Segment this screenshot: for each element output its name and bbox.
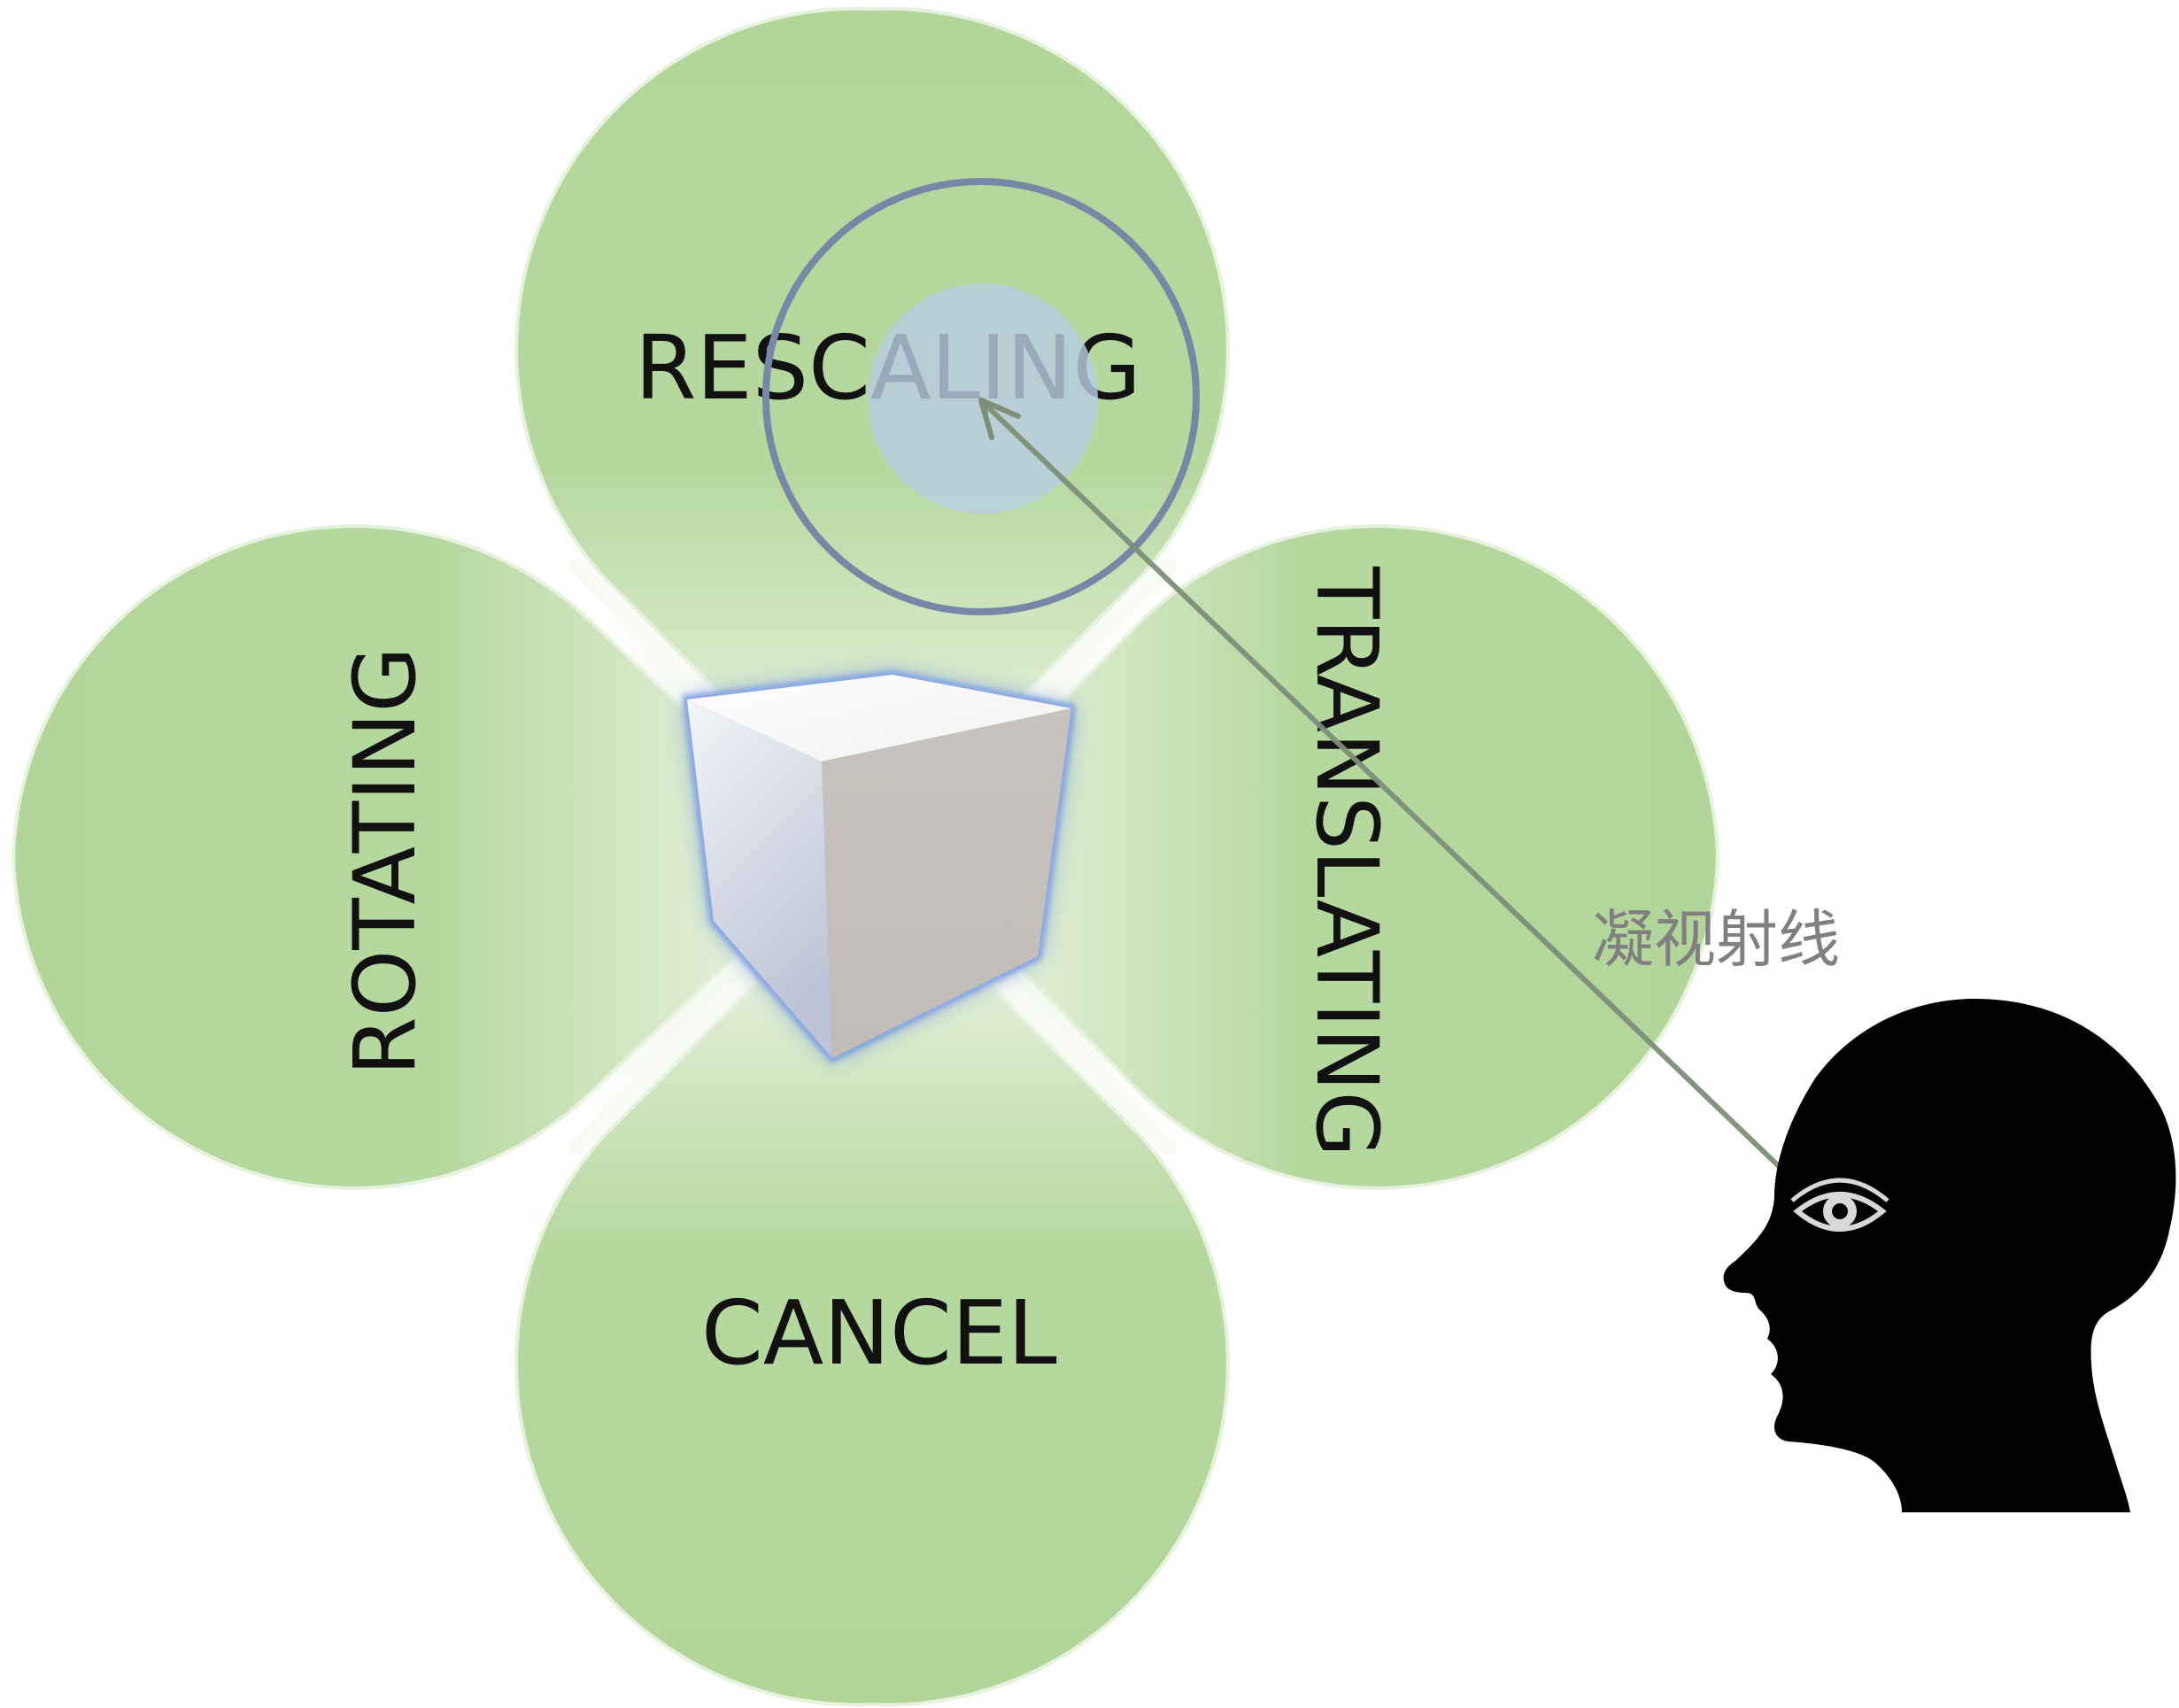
- gaze-cursor-ring: [762, 178, 1200, 615]
- eye-icon: [1790, 1178, 1889, 1232]
- label-translating: TRANSLATING: [1297, 566, 1396, 1157]
- label-rotating: ROTATING: [336, 646, 435, 1076]
- head-silhouette-icon: [1723, 999, 2176, 1512]
- gaze-ray: [985, 404, 1784, 1171]
- gaze-ray-label: 凝视射线: [1592, 903, 1840, 976]
- label-cancel: CANCEL: [701, 1281, 1057, 1385]
- gaze-ray-arrowhead: [978, 398, 1021, 440]
- cube-icon[interactable]: [682, 669, 1077, 1064]
